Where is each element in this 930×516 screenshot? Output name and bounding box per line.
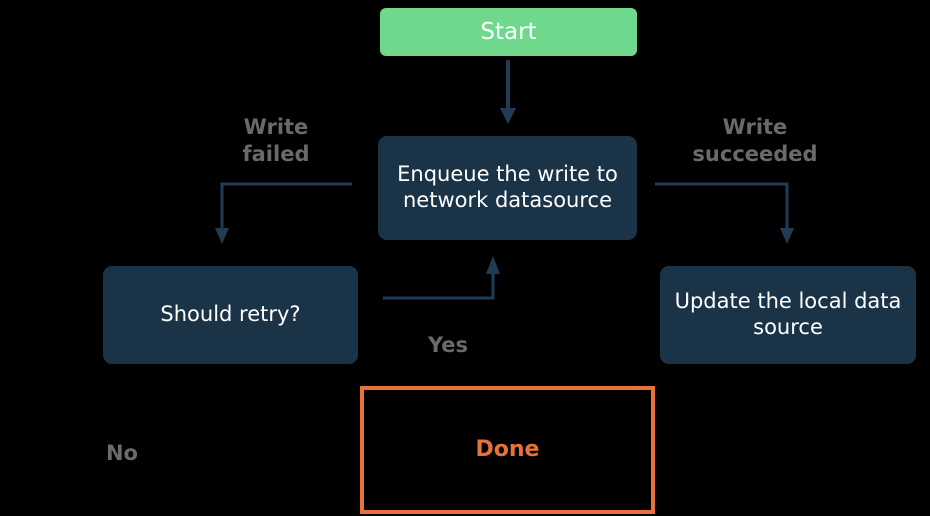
edge-label-write-failed: Write failed [242,115,310,167]
edge-label-yes: Yes [427,333,469,357]
edge-start-to-enqueue [500,60,516,124]
node-enqueue-write[interactable]: Enqueue the write to network datasource [378,136,637,240]
edge-enqueue-to-update-local [655,182,794,244]
edge-label-no: No [105,441,138,465]
node-update-local-data-source[interactable]: Update the local data source [660,266,916,364]
edge-label-write-succeeded: Write succeeded [692,115,818,167]
node-done[interactable]: Done [360,386,655,514]
node-should-retry[interactable]: Should retry? [103,266,358,364]
node-start[interactable]: Start [380,8,637,56]
edge-enqueue-to-should-retry [215,182,352,244]
edge-should-retry-to-enqueue [383,256,500,300]
